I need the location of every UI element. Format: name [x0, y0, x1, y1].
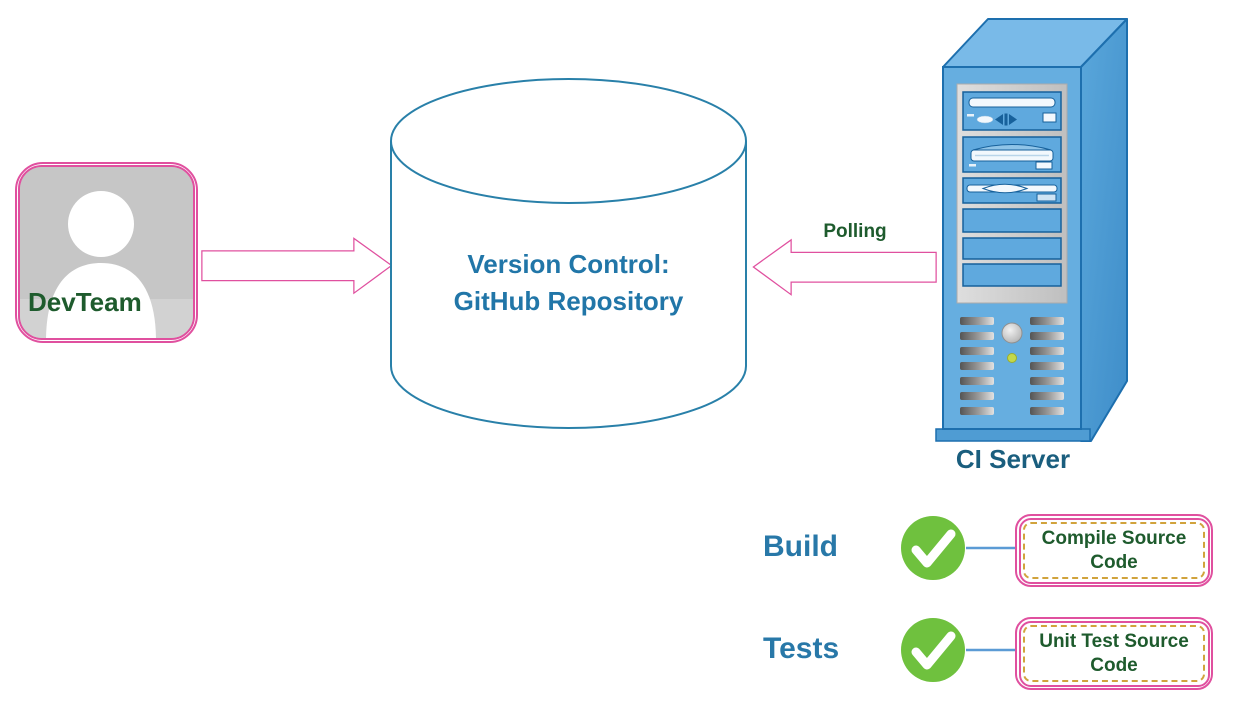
tests-check-icon	[901, 618, 965, 682]
tests-detail-box-inner: Unit Test Source Code	[1023, 625, 1205, 682]
vent-slots-left	[960, 317, 994, 415]
devteam-node	[15, 162, 198, 343]
build-check-icon	[901, 516, 965, 580]
build-detail-label: Compile Source Code	[1041, 527, 1187, 573]
build-detail-box: Compile Source Code	[1015, 514, 1213, 587]
repository-label-line1: Version Control:	[467, 249, 670, 279]
vent-slots-right	[1030, 317, 1064, 415]
commit-arrow-icon	[201, 237, 393, 295]
polling-label: Polling	[823, 221, 887, 242]
build-detail-box-mid: Compile Source Code	[1018, 517, 1210, 584]
build-detail-box-inner: Compile Source Code	[1023, 522, 1205, 579]
polling-arrow-icon	[752, 238, 937, 296]
build-step-label: Build	[763, 530, 838, 563]
repository-label-line2: GitHub Repository	[453, 286, 684, 316]
power-led-icon	[1007, 353, 1017, 363]
person-icon	[20, 167, 193, 338]
power-button-icon	[1001, 322, 1023, 344]
server-tower-icon	[935, 18, 1128, 442]
database-cylinder-icon	[390, 78, 747, 429]
devteam-avatar	[18, 165, 195, 340]
repository-label: Version Control: GitHub Repository	[418, 246, 719, 320]
tests-detail-box: Unit Test Source Code	[1015, 617, 1213, 690]
ci-server-label: CI Server	[955, 444, 1071, 474]
tests-step-label: Tests	[763, 632, 840, 665]
tests-detail-label: Unit Test Source Code	[1039, 630, 1189, 676]
tests-detail-box-mid: Unit Test Source Code	[1018, 620, 1210, 687]
devteam-label: DevTeam	[28, 287, 142, 317]
